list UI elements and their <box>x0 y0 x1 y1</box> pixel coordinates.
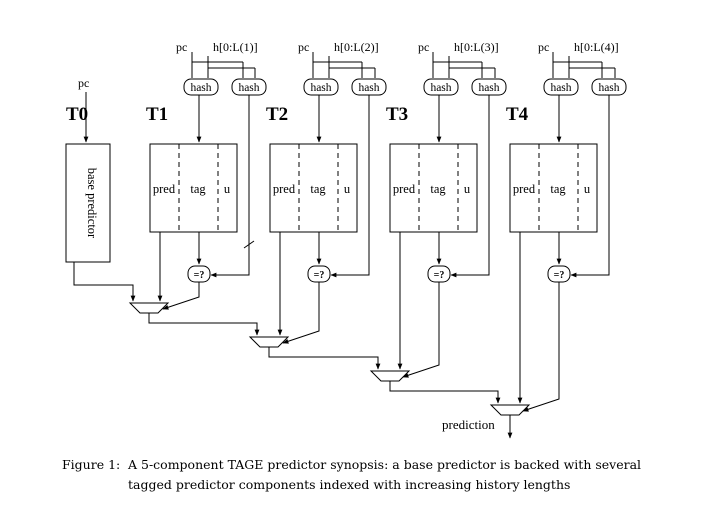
index-hash-t1 <box>183 78 219 96</box>
base-predictor-box <box>65 143 111 263</box>
base-predictor-label: base predictor <box>85 168 99 239</box>
prediction-label: prediction <box>442 417 495 432</box>
history-label-t4: h[0:L(4)] <box>574 40 619 54</box>
index-hash-label-t1: hash <box>190 82 211 94</box>
index-hash-t4 <box>543 78 579 96</box>
pred-field-t3: pred <box>393 182 416 196</box>
tag-field-t3: tag <box>430 182 446 196</box>
mux-3 <box>369 370 411 382</box>
u-field-t4: u <box>584 182 591 196</box>
table-t2 <box>269 143 358 233</box>
tag-compare-label-t2: =? <box>314 270 325 281</box>
history-label-t1: h[0:L(1)] <box>213 40 258 54</box>
component-t4: pc h[0:L(4)] hash hash T4 pred tag u =? <box>489 40 627 439</box>
index-hash-t2 <box>303 78 339 96</box>
component-t2: pc h[0:L(2)] hash hash T2 pred tag u =? <box>248 40 387 370</box>
tag-compare-label-t1: =? <box>194 270 205 281</box>
caption-line-2: tagged predictor components indexed with… <box>128 477 571 492</box>
table-t3 <box>389 143 478 233</box>
figure-caption: Figure 1: A 5-component TAGE predictor sy… <box>62 455 662 495</box>
pc-label-t2: pc <box>298 40 309 54</box>
pc-label-t3: pc <box>418 40 429 54</box>
table-t4 <box>509 143 598 233</box>
tag-field-t2: tag <box>310 182 326 196</box>
caption-line-1: Figure 1: A 5-component TAGE predictor sy… <box>62 455 662 475</box>
tag-compare-label-t3: =? <box>434 270 445 281</box>
pred-field-t2: pred <box>273 182 296 196</box>
stage-label-t1: T1 <box>146 104 168 125</box>
index-hash-label-t4: hash <box>550 82 571 94</box>
pred-field-t1: pred <box>153 182 176 196</box>
stage-label-t2: T2 <box>266 104 288 125</box>
pc-label-t1: pc <box>176 40 187 54</box>
u-field-t2: u <box>344 182 351 196</box>
mux-1 <box>128 302 170 314</box>
index-hash-label-t2: hash <box>310 82 331 94</box>
caption-text-1: A 5-component TAGE predictor synopsis: a… <box>128 457 642 472</box>
tag-field-t1: tag <box>190 182 206 196</box>
stage-label-t3: T3 <box>386 104 408 125</box>
tag-compare-label-t4: =? <box>554 270 565 281</box>
pc-label-t4: pc <box>538 40 549 54</box>
base-pc-label: pc <box>78 76 89 90</box>
stage-label-t0: T0 <box>66 104 88 125</box>
figure-number: Figure 1: <box>62 457 121 472</box>
u-field-t1: u <box>224 182 231 196</box>
component-t3: pc h[0:L(3)] hash hash T3 pred tag u =? <box>369 40 507 404</box>
tag-hash-label-t3: hash <box>478 82 499 94</box>
history-label-t2: h[0:L(2)] <box>334 40 379 54</box>
table-t1 <box>149 143 238 233</box>
pred-field-t4: pred <box>513 182 536 196</box>
tag-hash-label-t1: hash <box>238 82 259 94</box>
tag-hash-label-t2: hash <box>358 82 379 94</box>
tag-field-t4: tag <box>550 182 566 196</box>
history-label-t3: h[0:L(3)] <box>454 40 499 54</box>
base-predictor-group: pc T0 base predictor <box>65 76 136 302</box>
index-hash-label-t3: hash <box>430 82 451 94</box>
mux-4 <box>489 404 531 416</box>
mux-2 <box>248 336 290 348</box>
u-field-t3: u <box>464 182 471 196</box>
index-hash-t3 <box>423 78 459 96</box>
component-t1: pc h[0:L(1)] hash hash T1 pred tag u =? <box>128 40 267 336</box>
stage-label-t4: T4 <box>506 104 529 125</box>
tag-hash-label-t4: hash <box>598 82 619 94</box>
